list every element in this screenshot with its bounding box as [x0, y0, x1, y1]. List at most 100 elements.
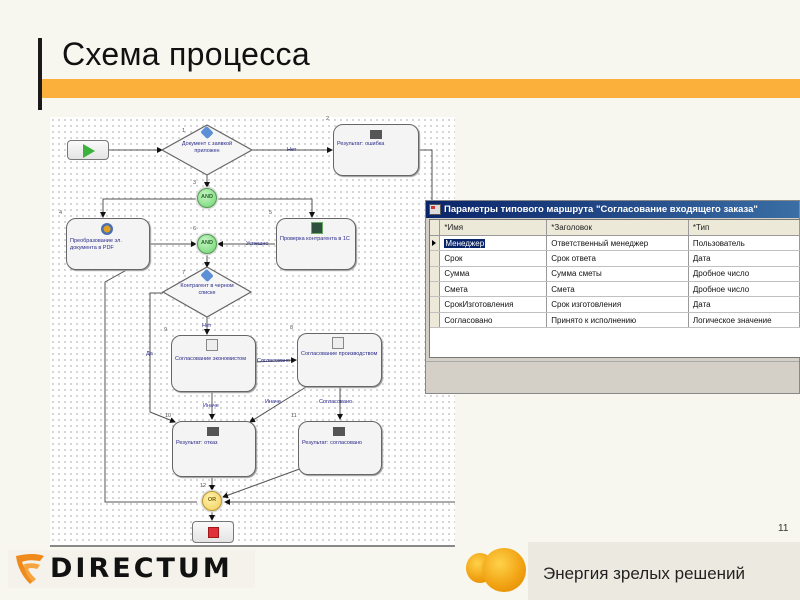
slogan-text: Энергия зрелых решений	[543, 564, 746, 583]
task-clock-icon	[206, 339, 218, 351]
title-underline-band	[42, 79, 800, 98]
edge-label-no: Нет	[287, 147, 297, 153]
clapperboard-icon	[207, 427, 219, 436]
edge-label-agreed: Согласовано	[257, 358, 291, 364]
cell-caption[interactable]: Ответственный менеджер	[546, 235, 689, 252]
cell-type[interactable]: Дата	[688, 250, 800, 267]
connector-lines	[100, 124, 455, 521]
and-gate-3[interactable]: AND	[197, 188, 217, 208]
edge-label-yes: Да	[146, 351, 153, 357]
column-header-type[interactable]: *Тип	[688, 220, 800, 236]
stop-node[interactable]	[192, 521, 234, 543]
cell-name[interactable]: Смета	[439, 281, 548, 298]
table-row[interactable]: СрокИзготовления Срок изготовления Дата	[430, 296, 800, 313]
table-row[interactable]: Срок Срок ответа Дата	[430, 250, 800, 267]
edge-2-out	[419, 149, 433, 207]
title-accent-bar	[38, 38, 42, 110]
cell-type[interactable]: Дробное число	[688, 266, 800, 283]
result-rejected-label: Результат: отказ	[176, 440, 218, 446]
node-number: 10	[165, 413, 172, 419]
stop-icon	[208, 527, 219, 538]
row-indicator-header	[430, 220, 441, 236]
condition-1-label: Документ с заявкой приложен	[181, 141, 233, 154]
result-error-node[interactable]: 2 Результат: ошибка	[326, 116, 419, 176]
task-clock-icon	[332, 337, 344, 349]
node-number: 2	[326, 116, 330, 122]
table-row[interactable]: Сумма Сумма сметы Дробное число	[430, 266, 800, 283]
column-header-name[interactable]: *Имя	[439, 220, 548, 236]
node-number: 5	[269, 210, 273, 216]
condition-1[interactable]	[160, 124, 254, 176]
slogan-panel	[528, 542, 800, 600]
edge-7-to-10	[149, 292, 176, 423]
column-header-caption[interactable]: *Заголовок	[546, 220, 689, 236]
cell-name[interactable]: Менеджер	[439, 235, 548, 252]
condition-7[interactable]	[161, 266, 253, 318]
economist-approval-node[interactable]: 9 Согласование экономистом	[164, 327, 256, 392]
edge-11-to-12	[222, 466, 306, 499]
edge-label-no: Нет	[202, 323, 212, 329]
check-counterparty-label: Проверка контрагента в 1С	[280, 236, 350, 242]
result-rejected-node[interactable]: 10 Результат: отказ	[165, 413, 256, 477]
cell-type[interactable]: Дробное число	[688, 281, 800, 298]
chart-script-icon	[311, 222, 323, 234]
node-number: 4	[59, 210, 63, 216]
row-indicator	[430, 281, 441, 298]
edge-8-to-10	[249, 386, 307, 423]
cell-name[interactable]: Согласовано	[439, 312, 548, 329]
node-number: 1	[182, 128, 186, 134]
cell-caption[interactable]: Принято к исполнению	[546, 312, 689, 329]
node-number: 3	[193, 180, 197, 186]
cell-name[interactable]: Сумма	[439, 266, 548, 283]
edge-9-to-8	[254, 357, 297, 364]
clapperboard-icon	[333, 427, 345, 436]
economist-approval-label: Согласование экономистом	[175, 356, 247, 362]
current-row-arrow-icon	[432, 239, 436, 246]
cell-type[interactable]: Дата	[688, 296, 800, 313]
start-node[interactable]	[67, 140, 109, 160]
cell-name[interactable]: СрокИзготовления	[439, 296, 548, 313]
check-counterparty-node[interactable]: 5 Проверка контрагента в 1С	[269, 210, 356, 270]
result-approved-node[interactable]: 11 Результат: согласовано	[291, 413, 382, 475]
cell-caption[interactable]: Сумма сметы	[546, 266, 689, 283]
table-row[interactable]: Менеджер Ответственный менеджер Пользова…	[430, 235, 800, 252]
orange-large-image	[482, 548, 526, 592]
window-icon	[429, 204, 441, 215]
window-titlebar[interactable]: Параметры типового маршрута "Согласовани…	[426, 201, 799, 218]
node-number: 7	[182, 270, 186, 276]
row-indicator	[430, 235, 441, 252]
edge-label-success: Успешно	[246, 241, 269, 247]
edge-3-to-4	[100, 198, 197, 218]
node-number: 8	[290, 325, 294, 331]
process-diagram-canvas[interactable]: 1 Документ с заявкой приложен 2 Результа…	[50, 116, 455, 547]
cell-caption[interactable]: Срок изготовления	[546, 296, 689, 313]
row-indicator	[430, 266, 441, 283]
directum-logo-mark-icon	[16, 554, 44, 584]
window-bottom-panel	[426, 361, 799, 393]
production-approval-label: Согласование производством	[301, 351, 378, 357]
cell-type[interactable]: Логическое значение	[688, 312, 800, 329]
cell-caption[interactable]: Смета	[546, 281, 689, 298]
condition-7-label: Контрагент в черном списке	[180, 283, 234, 296]
cell-name[interactable]: Срок	[439, 250, 548, 267]
cell-type[interactable]: Пользователь	[688, 235, 800, 252]
directum-logo	[8, 550, 255, 588]
node-number: 9	[164, 327, 168, 333]
result-error-label: Результат: ошибка	[337, 141, 385, 147]
and-gate-6[interactable]: AND	[197, 234, 217, 254]
route-parameters-window[interactable]: Параметры типового маршрута "Согласовани…	[425, 200, 800, 394]
clapperboard-icon	[370, 130, 382, 139]
node-number: 6	[193, 226, 197, 232]
edge-label-else: Иначе	[203, 403, 219, 409]
table-row[interactable]: Согласовано Принято к исполнению Логичес…	[430, 312, 800, 329]
row-indicator	[430, 296, 441, 313]
or-gate-12[interactable]: OR	[202, 491, 222, 511]
cell-caption[interactable]: Срок ответа	[546, 250, 689, 267]
table-row[interactable]: Смета Смета Дробное число	[430, 281, 800, 298]
convert-pdf-node[interactable]: 4 Преобразование эл. документа в PDF	[59, 210, 150, 270]
parameters-grid[interactable]: *Имя *Заголовок *Тип Менеджер Ответствен…	[429, 219, 800, 358]
production-approval-node[interactable]: 8 Согласование производством	[290, 325, 382, 387]
row-indicator	[430, 312, 441, 329]
node-number: 12	[200, 483, 207, 489]
gear-script-icon	[101, 223, 113, 235]
